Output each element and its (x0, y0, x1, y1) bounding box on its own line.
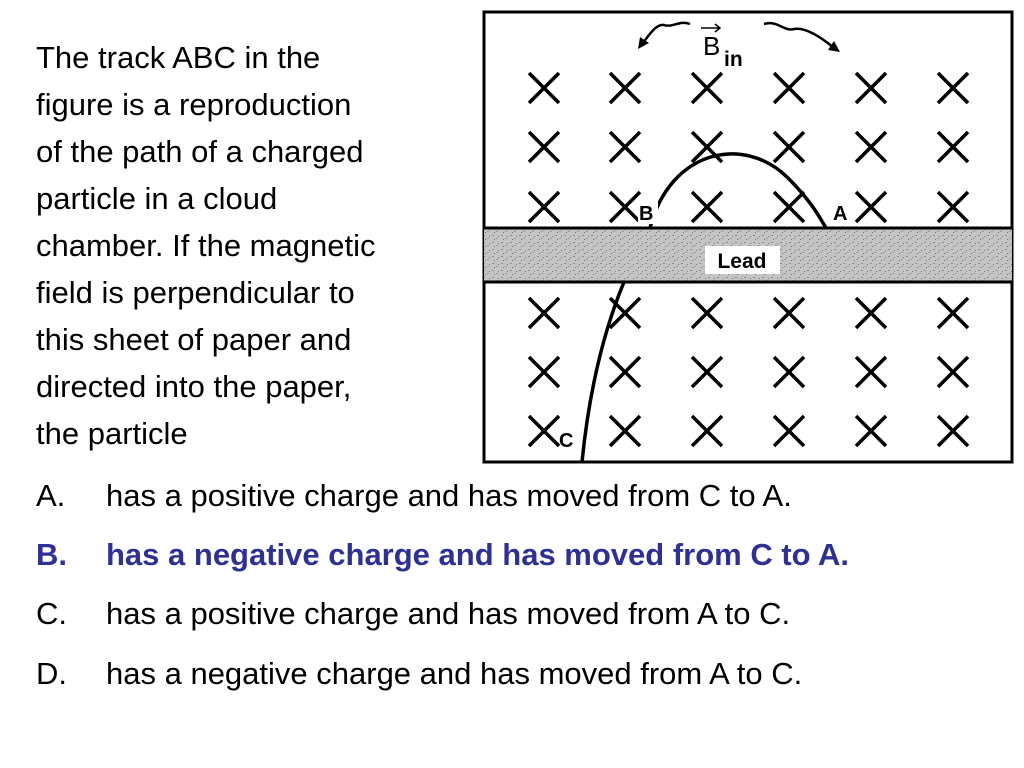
question-line: directed into the paper, (36, 369, 352, 404)
cloud-chamber-svg: Lead B in B A C (482, 10, 1014, 464)
field-label-b: B (703, 31, 720, 61)
question-line: the particle (36, 416, 188, 451)
field-arrow-right (763, 21, 835, 49)
arrow-head-right-icon (828, 41, 840, 52)
answer-list: A. has a positive charge and has moved f… (36, 478, 1011, 716)
answer-option-b[interactable]: B. has a negative charge and has moved f… (36, 538, 1011, 571)
answer-text: has a positive charge and has moved from… (106, 596, 791, 631)
point-b-bg (638, 200, 658, 224)
answer-text: has a positive charge and has moved from… (106, 478, 792, 513)
field-arrow-left (641, 21, 691, 45)
field-label-in: in (724, 48, 743, 71)
answer-text: has a negative charge and has moved from… (106, 656, 803, 691)
arrow-head-left-icon (638, 37, 649, 49)
answer-option-d[interactable]: D. has a negative charge and has moved f… (36, 656, 1011, 692)
question-text: The track ABC in the figure is a reprodu… (36, 34, 468, 457)
vector-arrow-icon (701, 23, 722, 33)
point-b-label: B (639, 203, 653, 225)
question-line: of the path of a charged (36, 134, 364, 169)
question-line: field is perpendicular to (36, 275, 355, 310)
question-line: The track ABC in the (36, 40, 321, 75)
question-line: chamber. If the magnetic (36, 228, 376, 263)
answer-letter: B. (36, 537, 67, 572)
lead-label: Lead (717, 250, 766, 273)
answer-letter: C. (36, 596, 67, 631)
track-upper-arc (648, 152, 828, 229)
question-line: figure is a reproduction (36, 87, 352, 122)
answer-text: has a negative charge and has moved from… (106, 537, 850, 572)
answer-letter: A. (36, 478, 66, 513)
question-line: this sheet of paper and (36, 322, 352, 357)
answer-option-c[interactable]: C. has a positive charge and has moved f… (36, 596, 1011, 632)
answer-option-a[interactable]: A. has a positive charge and has moved f… (36, 478, 1011, 514)
field-crosses (527, 71, 970, 448)
point-a-label: A (833, 203, 847, 225)
lead-label-box (705, 246, 780, 274)
point-c-label: C (559, 430, 573, 452)
answer-letter: D. (36, 656, 67, 691)
question-line: particle in a cloud (36, 181, 278, 216)
cloud-chamber-figure: Lead B in B A C (482, 10, 1014, 464)
track-lower-segment (580, 281, 626, 463)
